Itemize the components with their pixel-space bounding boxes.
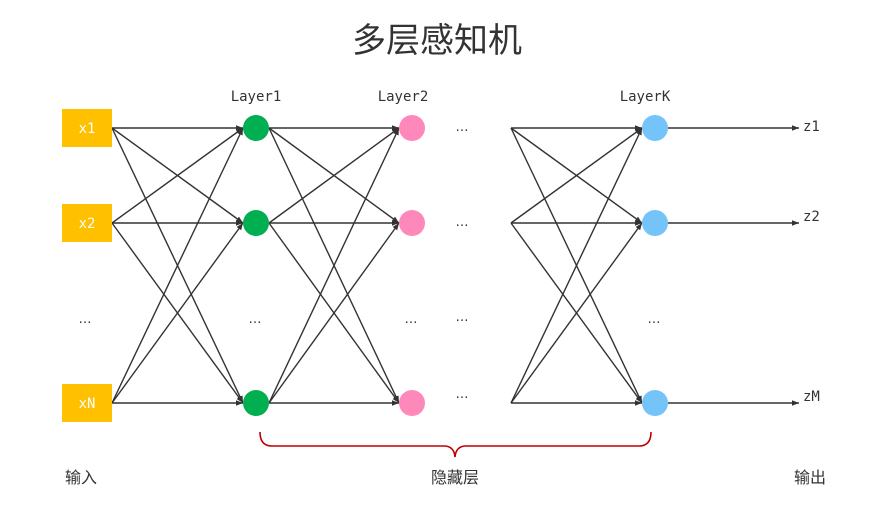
edge-prev-2-layerk-1 [510,222,643,404]
layerk-ellipsis: … [648,312,661,327]
diagram-title: 多层感知机 [352,21,522,61]
layer2-node-1 [399,115,425,141]
input-ellipsis: … [79,312,92,327]
middle-ellipsis-1: … [456,120,469,135]
hidden-layer-brace [259,431,652,458]
input-label-n: xN [79,396,96,412]
layer2-label: Layer2 [378,89,429,105]
output-label-2: z2 [803,209,820,225]
layer1-ellipsis: … [249,312,262,327]
layerk-label: LayerK [620,89,671,105]
edge-layer1-1-layer2-0 [268,127,400,224]
input-node-1: x1 [62,109,112,147]
input-caption: 输入 [65,468,97,487]
input-label-1: x1 [79,121,96,137]
layerk-node-2 [642,210,668,236]
layer2-node-n [399,390,425,416]
layerk-node-1 [642,115,668,141]
middle-ellipsis-2: … [456,215,469,230]
middle-ellipsis-4: … [456,387,469,402]
layer1-node-1 [243,115,269,141]
layer1-node-n [243,390,269,416]
layer2-node-2 [399,210,425,236]
layer2-ellipsis: … [405,312,418,327]
edge-input-2-layer1-0 [111,127,244,404]
output-label-1: z1 [803,119,820,135]
layerk-node-m [642,390,668,416]
middle-ellipsis-3: … [456,310,469,325]
edge-prev-2-layerk-0 [510,127,643,404]
edge-layer1-2-layer2-0 [268,127,400,404]
connection-edges [111,125,799,406]
edge-input-1-layer1-0 [111,127,244,224]
input-node-2: x2 [62,204,112,242]
layer1-node-2 [243,210,269,236]
edge-input-2-layer1-1 [111,222,244,404]
input-node-n: xN [62,384,112,422]
layer1-label: Layer1 [231,89,282,105]
input-label-2: x2 [79,216,96,232]
output-caption: 输出 [794,468,826,487]
hidden-layer-caption: 隐藏层 [431,468,479,487]
output-label-m: zM [803,389,820,405]
edge-prev-1-layerk-0 [510,127,643,224]
edge-layer1-2-layer2-1 [268,222,400,404]
